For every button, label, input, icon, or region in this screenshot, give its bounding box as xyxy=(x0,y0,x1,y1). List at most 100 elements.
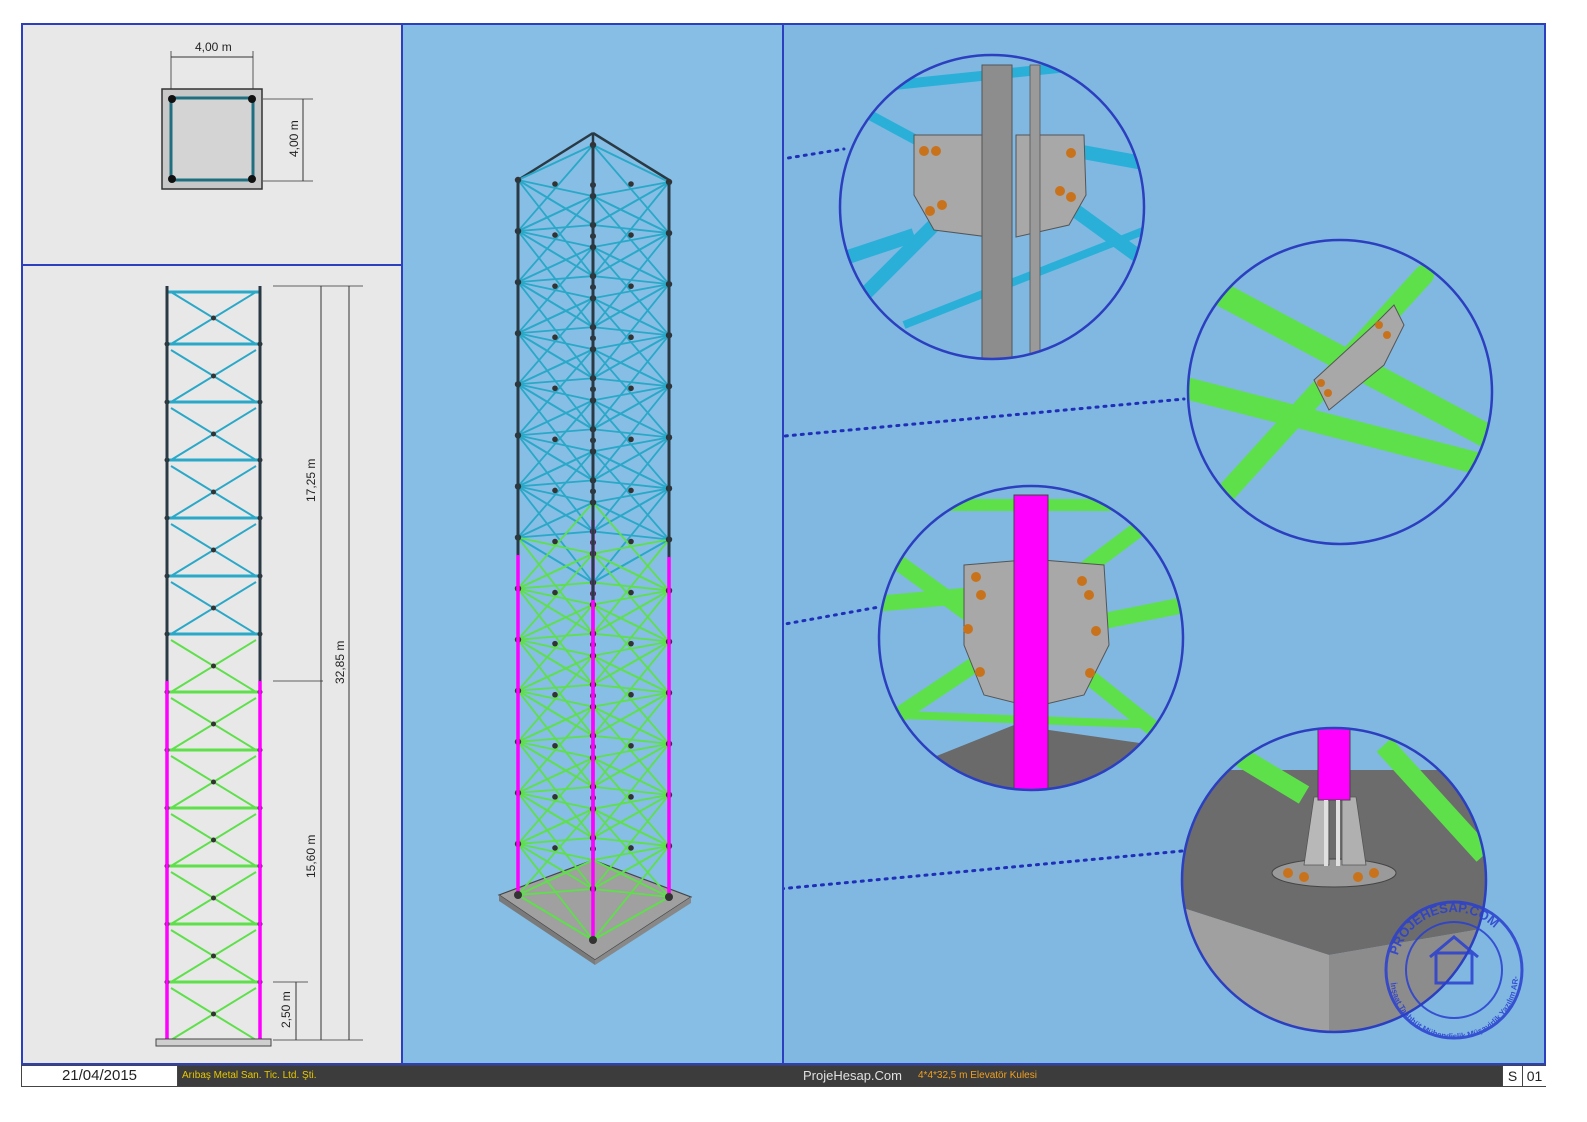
iso-horizontal-member xyxy=(517,808,594,845)
iso-diagonal-brace xyxy=(592,479,670,490)
elevation-brace-joint xyxy=(211,489,216,495)
detail-lower-column-connection xyxy=(877,484,1185,792)
iso-horizontal-member xyxy=(517,450,594,488)
iso-diagonal-brace xyxy=(517,604,594,692)
connection-details-panel: PROJEHESAP.COM İnşaat Taahhüt Mühendisli… xyxy=(782,23,1546,1065)
iso-horizontal-member xyxy=(517,638,594,686)
iso-diagonal-brace xyxy=(592,691,670,708)
iso-brace-joint xyxy=(628,334,634,341)
iso-brace-joint xyxy=(628,538,634,545)
iso-horizontal-member xyxy=(517,297,594,335)
iso-diagonal-brace xyxy=(592,530,670,541)
iso-horizontal-member xyxy=(517,689,594,737)
iso-diagonal-brace xyxy=(592,845,670,861)
iso-horizontal-member xyxy=(592,552,670,592)
iso-diagonal-brace xyxy=(517,297,594,385)
iso-horizontal-member xyxy=(517,501,594,539)
iso-diagonal-brace xyxy=(592,589,670,606)
iso-diagonal-brace xyxy=(592,224,670,234)
iso-diagonal-brace xyxy=(517,383,594,481)
iso-brace-joint xyxy=(552,589,558,596)
iso-horizontal-member xyxy=(517,383,594,431)
iso-diagonal-brace xyxy=(517,690,594,788)
iso-horizontal-member xyxy=(592,399,670,439)
iso-horizontal-member xyxy=(592,348,670,388)
iso-diagonal-brace xyxy=(517,195,594,283)
plan-column-dot xyxy=(168,95,176,103)
iso-horizontal-member xyxy=(592,297,670,337)
elevation-brace-joint xyxy=(211,837,216,843)
iso-diagonal-brace xyxy=(517,332,594,430)
iso-horizontal-member xyxy=(517,195,594,232)
iso-horizontal-member xyxy=(592,501,670,541)
iso-brace-joint xyxy=(552,742,558,749)
connection-details-drawing: PROJEHESAP.COM İnşaat Taahhüt Mühendisli… xyxy=(784,25,1524,1041)
iso-diagonal-brace xyxy=(517,741,594,839)
iso-diagonal-brace xyxy=(517,281,594,379)
iso-diagonal-brace xyxy=(517,757,594,845)
plan-tower-outline xyxy=(169,96,255,182)
sheet-label: S xyxy=(1502,1066,1522,1086)
iso-diagonal-brace xyxy=(517,450,594,539)
iso-diagonal-brace xyxy=(517,179,594,277)
iso-brace-joint xyxy=(628,181,634,187)
iso-base-anchor xyxy=(665,893,673,901)
leader-line-base xyxy=(784,849,1184,891)
elevation-view-drawing: 17,25 m 32,85 m 15,60 m 2,50 m xyxy=(155,285,363,1047)
iso-horizontal-member xyxy=(517,485,594,533)
iso-brace-joint xyxy=(628,742,634,749)
iso-brace-joint xyxy=(552,845,558,851)
iso-brace-joint xyxy=(552,794,558,800)
iso-horizontal-member xyxy=(592,603,670,643)
iso-diagonal-brace xyxy=(517,536,594,635)
sheet-number: 01 xyxy=(1522,1066,1546,1086)
iso-diagonal-brace xyxy=(592,785,670,796)
iso-horizontal-member xyxy=(592,845,670,890)
iso-diagonal-brace xyxy=(592,836,670,847)
iso-diagonal-brace xyxy=(517,144,594,232)
iso-horizontal-member xyxy=(592,793,670,839)
iso-horizontal-member xyxy=(517,705,594,743)
iso-horizontal-member xyxy=(592,334,670,380)
iso-brace-joint xyxy=(552,640,558,647)
iso-diagonal-brace xyxy=(517,655,594,743)
plan-column-dot xyxy=(168,175,176,183)
iso-diagonal-brace xyxy=(517,485,594,584)
iso-horizontal-member xyxy=(592,742,670,788)
elevation-total-height-label: 32,85 m xyxy=(333,641,347,684)
detail-bracing-connection xyxy=(1186,238,1494,546)
iso-diagonal-brace xyxy=(592,181,670,197)
iso-horizontal-member xyxy=(592,589,670,635)
plan-view-drawing: 4,00 m 4,00 m xyxy=(161,40,313,190)
iso-horizontal-member xyxy=(517,281,594,329)
iso-horizontal-member xyxy=(592,246,670,286)
iso-horizontal-member xyxy=(517,179,594,226)
elevation-brace-joint xyxy=(211,315,216,321)
iso-horizontal-member xyxy=(517,246,594,284)
elevation-brace-joint xyxy=(211,953,216,959)
isometric-view-panel xyxy=(401,23,784,1065)
iso-horizontal-member xyxy=(517,144,594,181)
elevation-brace-joint xyxy=(211,605,216,611)
iso-diagonal-brace xyxy=(517,808,594,896)
iso-horizontal-member xyxy=(592,195,670,234)
iso-apex-member xyxy=(517,131,594,182)
iso-diagonal-brace xyxy=(517,639,594,737)
elevation-brace-joint xyxy=(211,721,216,727)
iso-diagonal-brace xyxy=(592,334,670,351)
elevation-brace-joint xyxy=(211,1011,216,1017)
elevation-brace-joint xyxy=(211,547,216,553)
iso-diagonal-brace xyxy=(592,436,670,453)
iso-brace-joint xyxy=(552,385,558,392)
iso-brace-joint xyxy=(628,845,634,851)
iso-horizontal-member xyxy=(592,283,670,329)
iso-horizontal-member xyxy=(517,434,594,482)
iso-horizontal-member xyxy=(517,791,594,839)
iso-horizontal-member xyxy=(517,603,594,641)
iso-horizontal-member xyxy=(592,756,670,796)
elevation-foundation xyxy=(155,1038,272,1047)
iso-horizontal-member xyxy=(592,691,670,737)
iso-diagonal-brace xyxy=(592,275,670,286)
elevation-brace-joint xyxy=(211,895,216,901)
iso-horizontal-member xyxy=(592,232,670,277)
